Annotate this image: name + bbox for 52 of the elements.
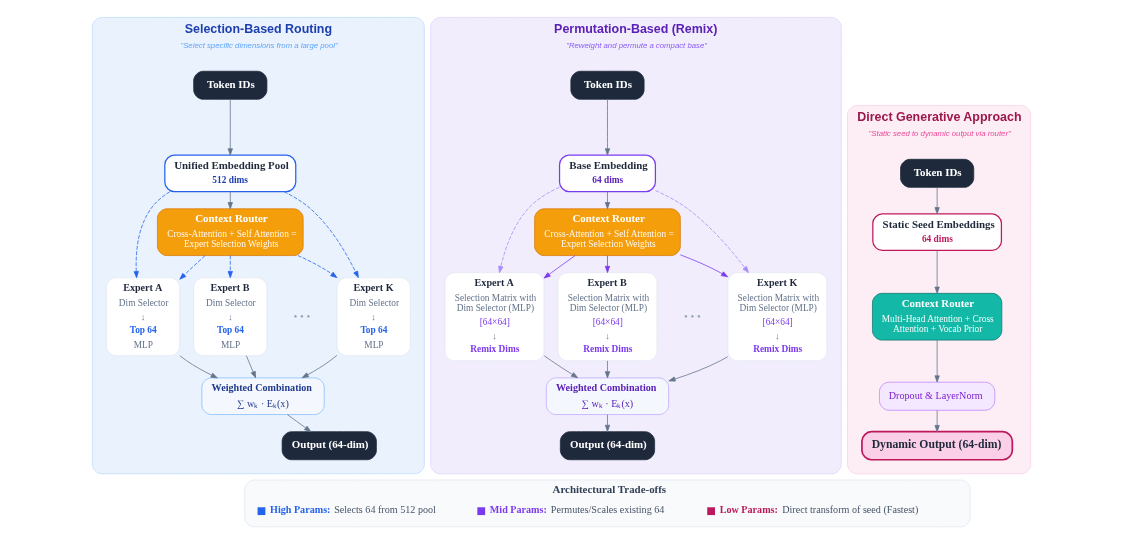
node-box: Weighted Combination ∑ wₖ · Eₖ(x) bbox=[201, 377, 325, 415]
node-box: Output (64-dim) bbox=[281, 431, 377, 461]
arrow bbox=[283, 191, 359, 279]
arrow bbox=[543, 255, 576, 279]
arrow bbox=[934, 409, 940, 433]
legend-label: High Params: Selects 64 from 512 pool bbox=[270, 504, 436, 516]
node-box: Expert B Dim Selector ↓ Top 64 MLP bbox=[193, 277, 268, 357]
node-box: Expert B Selection Matrix with Dim Selector (MLP) [64×64] ↓ Remix Dims bbox=[557, 272, 658, 362]
node-box: Token IDs bbox=[570, 70, 645, 100]
arrow bbox=[227, 99, 233, 156]
node-box: Token IDs bbox=[900, 158, 975, 188]
node-box: Token IDs bbox=[193, 70, 268, 100]
node-box: Static Seed Embeddings 64 dims bbox=[872, 213, 1003, 252]
arrow bbox=[133, 191, 171, 279]
node-box: Unified Embedding Pool 512 dims bbox=[164, 154, 297, 193]
node-box: Base Embedding 64 dims bbox=[558, 154, 657, 193]
arrow bbox=[246, 355, 256, 379]
node-box: Expert A Dim Selector ↓ Top 64 MLP bbox=[106, 277, 181, 357]
label: • • • bbox=[683, 309, 701, 322]
arrow bbox=[227, 255, 233, 279]
node-box: Expert A Selection Matrix with Dim Selector (MLP) [64×64] ↓ Remix Dims bbox=[444, 272, 545, 362]
node-box: Expert K Selection Matrix with Dim Selector (MLP) [64×64] ↓ Remix Dims bbox=[727, 272, 828, 362]
arrow bbox=[604, 255, 611, 273]
arrow bbox=[679, 254, 729, 278]
node-box: Expert K Dim Selector ↓ Top 64 MLP bbox=[336, 277, 411, 357]
arrow bbox=[604, 99, 611, 156]
arrow bbox=[227, 191, 233, 210]
label: • • • bbox=[293, 309, 311, 322]
arrow bbox=[297, 255, 338, 278]
node-box: Dynamic Output (64-dim) bbox=[861, 430, 1014, 461]
node-box: Dropout & LayerNorm bbox=[879, 381, 996, 411]
arrow bbox=[286, 414, 312, 432]
arrow bbox=[543, 355, 579, 379]
arrow bbox=[604, 191, 611, 210]
arrow bbox=[934, 250, 940, 294]
arrow bbox=[179, 255, 206, 280]
arrow bbox=[934, 339, 940, 383]
arrow bbox=[604, 414, 611, 432]
node-box: Context Router Multi-Head Attention + Cross Attention + Vocab Prior bbox=[872, 292, 1003, 341]
legend-label: Low Params: Direct transform of seed (Fastest) bbox=[719, 504, 919, 516]
arrow bbox=[655, 190, 749, 273]
arrow bbox=[604, 360, 611, 379]
arrow bbox=[301, 354, 338, 379]
arrow bbox=[498, 186, 560, 273]
arrow bbox=[179, 355, 218, 379]
node-box: Output (64-dim) bbox=[559, 431, 655, 461]
arrow bbox=[668, 356, 729, 382]
node-box: Context Router Cross-Attention + Self Attention = Expert Selection Weights bbox=[157, 208, 304, 256]
node-box: Context Router Cross-Attention + Self Attention = Expert Selection Weights bbox=[534, 208, 681, 256]
node-box: Weighted Combination ∑ wₖ · Eₖ(x) bbox=[545, 377, 670, 415]
legend-label: Mid Params: Permutes/Scales existing 64 bbox=[489, 504, 665, 516]
arrow bbox=[934, 187, 940, 215]
